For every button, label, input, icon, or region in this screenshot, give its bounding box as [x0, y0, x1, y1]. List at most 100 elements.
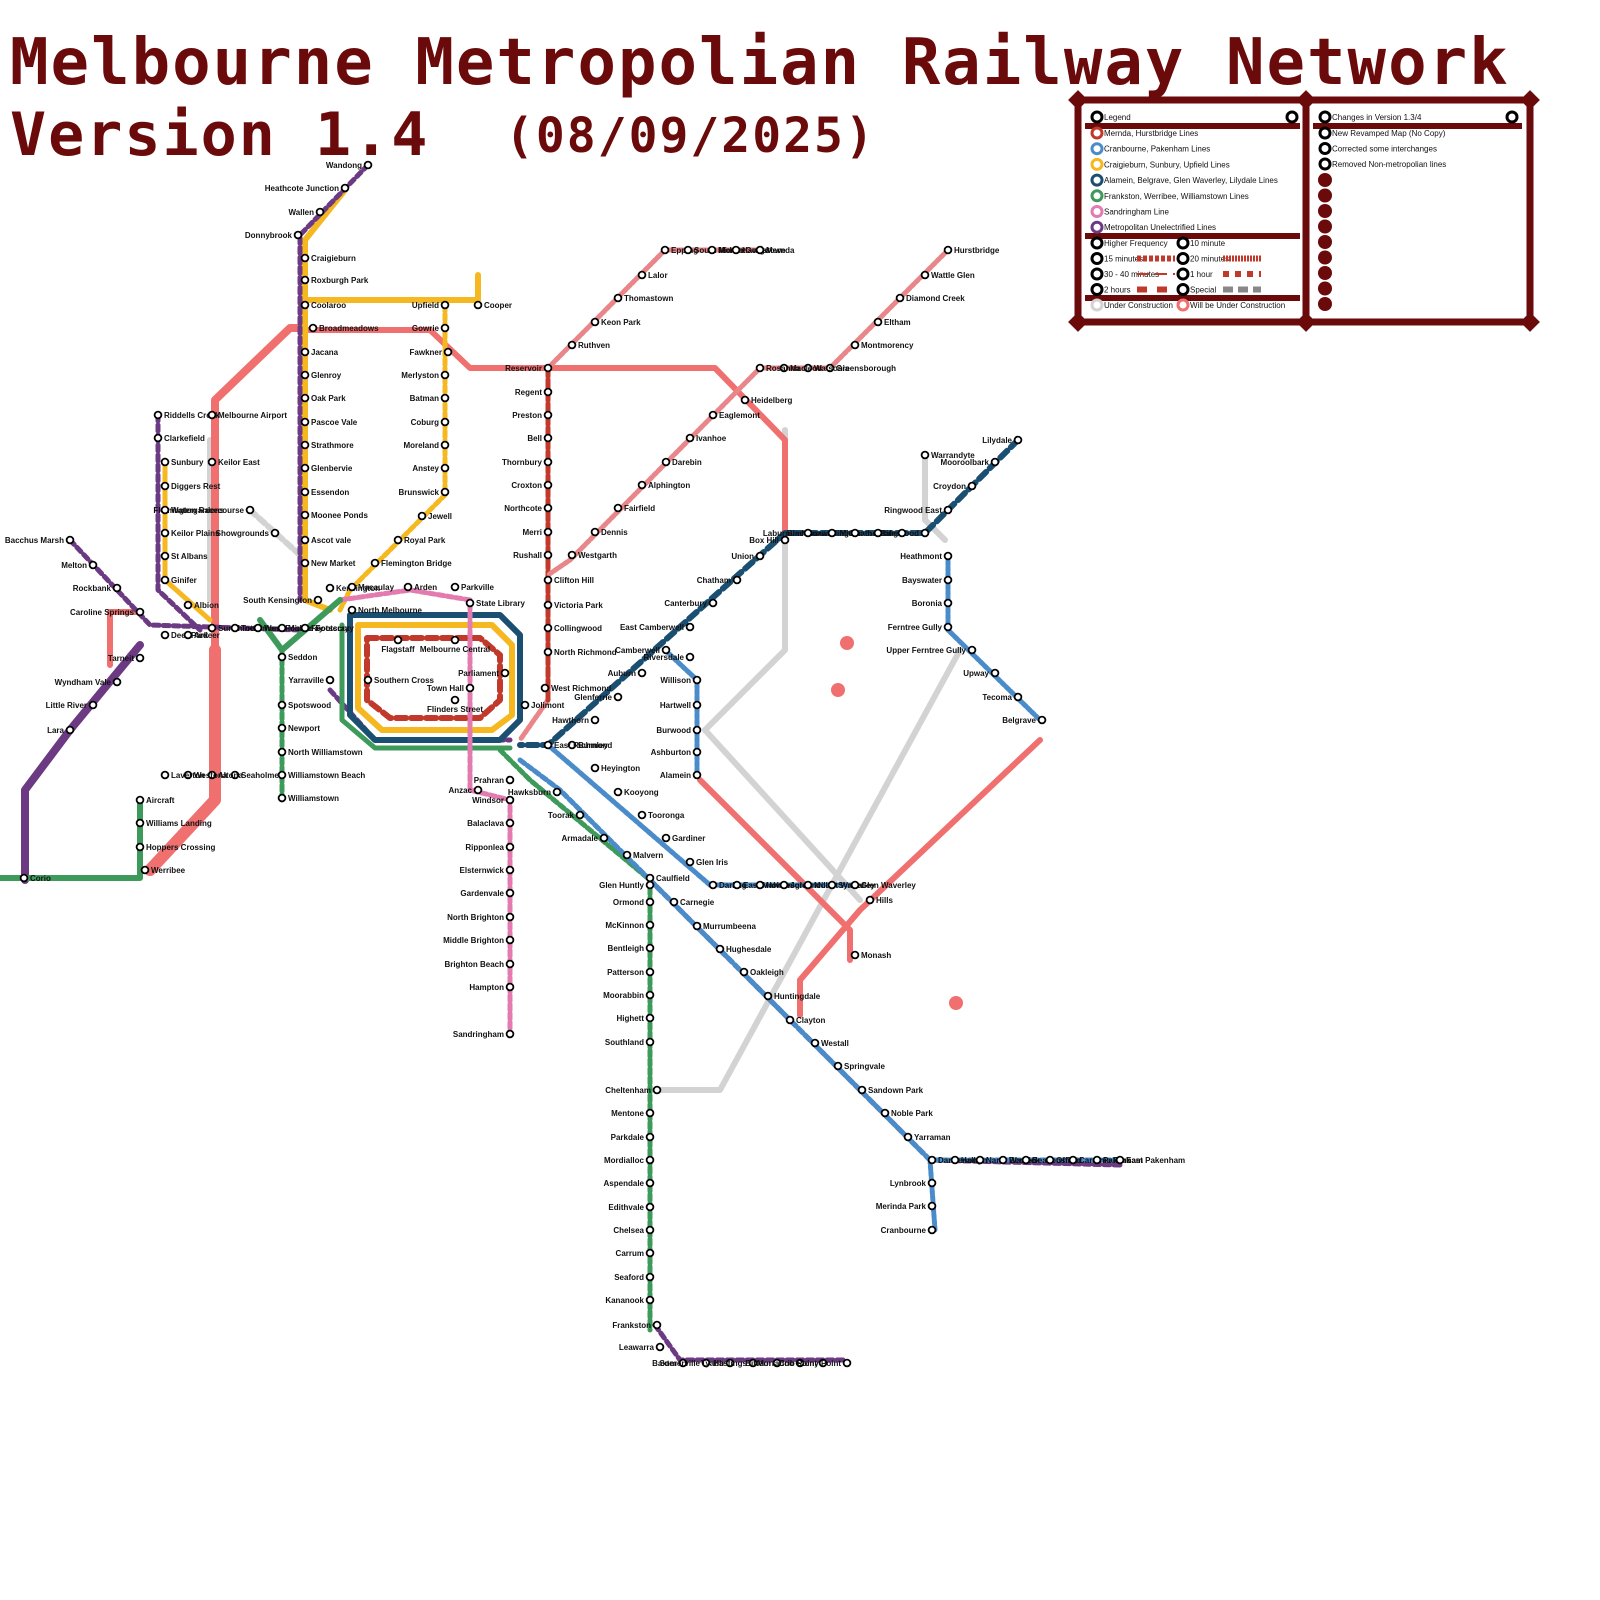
station-marker-lara[interactable] — [67, 727, 74, 734]
station-marker-dandenong[interactable] — [929, 1157, 936, 1164]
station-marker-monash[interactable] — [852, 952, 859, 959]
station-marker-middle-footscray[interactable] — [279, 625, 286, 632]
station-marker-clifton-hill[interactable] — [545, 577, 552, 584]
station-marker-little-river[interactable] — [90, 702, 97, 709]
station-marker-north-williamstown[interactable] — [279, 749, 286, 756]
station-marker-patterson[interactable] — [647, 969, 654, 976]
station-marker-hawthorn[interactable] — [592, 717, 599, 724]
station-marker-state-library[interactable] — [467, 600, 474, 607]
station-marker-keon-park[interactable] — [592, 319, 599, 326]
station-marker-north-melbourne[interactable] — [349, 607, 356, 614]
station-marker-ferntree-gully[interactable] — [945, 624, 952, 631]
station-marker-willison[interactable] — [694, 677, 701, 684]
station-marker-berwick[interactable] — [1000, 1157, 1007, 1164]
station-marker-carrum[interactable] — [647, 1250, 654, 1257]
station-marker-ashburton[interactable] — [694, 749, 701, 756]
station-marker-tooronga[interactable] — [639, 812, 646, 819]
station-marker-town-hall[interactable] — [467, 685, 474, 692]
station-marker-hartwell[interactable] — [694, 702, 701, 709]
station-marker-strathmore[interactable] — [302, 442, 309, 449]
station-marker-beaconsfield[interactable] — [1023, 1157, 1030, 1164]
station-marker-roxburgh-park[interactable] — [302, 277, 309, 284]
station-marker-lynbrook[interactable] — [929, 1180, 936, 1187]
station-marker-upper-ferntree-gully[interactable] — [969, 647, 976, 654]
station-marker-pascoe-vale[interactable] — [302, 419, 309, 426]
station-marker-coolaroo[interactable] — [302, 302, 309, 309]
station-marker-belgrave[interactable] — [1039, 717, 1046, 724]
station-marker-parkdale[interactable] — [647, 1134, 654, 1141]
station-marker-st-albans[interactable] — [162, 553, 169, 560]
station-marker-canterbury[interactable] — [710, 600, 717, 607]
station-marker-newport[interactable] — [279, 725, 286, 732]
station-marker-jordanville[interactable] — [781, 882, 788, 889]
station-marker-werribee[interactable] — [142, 867, 149, 874]
station-marker-east-malvern[interactable] — [734, 882, 741, 889]
station-marker-heyington[interactable] — [592, 765, 599, 772]
station-marker-mckinnon[interactable] — [647, 922, 654, 929]
station-marker-victoria-park[interactable] — [545, 602, 552, 609]
station-marker-syndal[interactable] — [829, 882, 836, 889]
station-marker-thornbury[interactable] — [545, 459, 552, 466]
station-marker-ripponlea[interactable] — [507, 844, 514, 851]
station-marker-hawksburn[interactable] — [554, 789, 561, 796]
station-marker-burwood[interactable] — [694, 727, 701, 734]
station-marker-glen-huntly[interactable] — [647, 882, 654, 889]
station-marker-south-morant[interactable] — [685, 247, 692, 254]
station-marker-cardinia-park[interactable] — [1070, 1157, 1077, 1164]
station-marker-diggers-rest[interactable] — [162, 483, 169, 490]
station-marker-flagstaff[interactable] — [395, 637, 402, 644]
station-marker-alphington[interactable] — [639, 482, 646, 489]
station-marker-sandown-park[interactable] — [859, 1087, 866, 1094]
station-marker-essendon[interactable] — [302, 489, 309, 496]
station-marker-narre-warren[interactable] — [977, 1157, 984, 1164]
station-marker-dennis[interactable] — [592, 529, 599, 536]
station-marker-windsor[interactable] — [507, 797, 514, 804]
station-marker-cheltenham[interactable] — [654, 1087, 661, 1094]
station-marker-riversdale[interactable] — [687, 654, 694, 661]
station-marker-gardiner[interactable] — [663, 835, 670, 842]
station-marker-montmorency[interactable] — [852, 342, 859, 349]
station-marker-aspendale[interactable] — [647, 1180, 654, 1187]
station-marker-northcote[interactable] — [545, 505, 552, 512]
station-marker-carnegie[interactable] — [671, 899, 678, 906]
station-marker-croydon[interactable] — [969, 483, 976, 490]
station-marker-melbourne-airport[interactable] — [209, 412, 216, 419]
station-marker-chelsea[interactable] — [647, 1227, 654, 1234]
station-marker-corio[interactable] — [21, 875, 28, 882]
station-marker-middle-gorge[interactable] — [709, 247, 716, 254]
station-marker-upfield[interactable] — [442, 302, 449, 309]
station-marker-darebin[interactable] — [663, 459, 670, 466]
station-marker-holmesglen[interactable] — [757, 882, 764, 889]
station-marker-moreland[interactable] — [442, 442, 449, 449]
station-marker-darling[interactable] — [710, 882, 717, 889]
station-marker-nunawading[interactable] — [852, 530, 859, 537]
station-marker-regent[interactable] — [545, 389, 552, 396]
station-marker-merlyston[interactable] — [442, 372, 449, 379]
station-marker-ginifer[interactable] — [162, 577, 169, 584]
station-marker-west-richmond[interactable] — [542, 685, 549, 692]
station-marker-collingwood[interactable] — [545, 625, 552, 632]
station-marker-lalor[interactable] — [639, 272, 646, 279]
station-marker-mitcham[interactable] — [875, 530, 882, 537]
station-marker-ruthven[interactable] — [569, 342, 576, 349]
station-marker-brighton-beach[interactable] — [507, 961, 514, 968]
station-marker-keilor-east[interactable] — [209, 459, 216, 466]
station-marker-ringwood[interactable] — [922, 530, 929, 537]
station-marker-new-market[interactable] — [302, 560, 309, 567]
station-marker-heatherdale[interactable] — [899, 530, 906, 537]
station-marker-williamstown-beach[interactable] — [279, 772, 286, 779]
station-marker-hoppers-crossing[interactable] — [137, 844, 144, 851]
station-marker-west-footscray[interactable] — [255, 625, 262, 632]
station-marker-tecoma[interactable] — [1015, 694, 1022, 701]
station-marker-yarraman[interactable] — [905, 1134, 912, 1141]
station-marker-flemington-bridge[interactable] — [372, 560, 379, 567]
station-marker-mount-waverley[interactable] — [805, 882, 812, 889]
station-marker-croxton[interactable] — [545, 482, 552, 489]
station-marker-lilydale[interactable] — [1015, 437, 1022, 444]
station-marker-union[interactable] — [757, 553, 764, 560]
station-marker-cooper[interactable] — [475, 302, 482, 309]
station-marker-watergardens[interactable] — [162, 507, 169, 514]
station-marker-north-richmond[interactable] — [545, 649, 552, 656]
station-marker-tarneit[interactable] — [137, 655, 144, 662]
station-marker-moonee-ponds[interactable] — [302, 512, 309, 519]
